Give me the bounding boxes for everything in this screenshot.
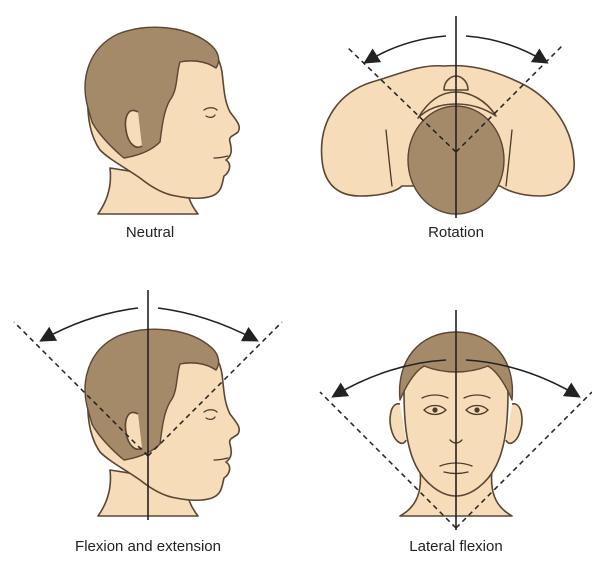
caption-flexion-extension: Flexion and extension bbox=[75, 538, 221, 555]
caption-rotation: Rotation bbox=[428, 224, 484, 241]
lateral-right-arrow bbox=[465, 359, 581, 398]
extension-limit bbox=[13, 321, 149, 457]
flexion-arrow bbox=[157, 307, 259, 342]
caption-lateral-flexion: Lateral flexion bbox=[409, 538, 503, 555]
neutral-head bbox=[84, 26, 241, 215]
rotation-left-arrow bbox=[363, 35, 447, 64]
flexion-head bbox=[84, 328, 241, 517]
rotation-right-limit bbox=[455, 45, 563, 153]
caption-neutral: Neutral bbox=[125, 224, 175, 241]
extension-arrow bbox=[39, 307, 139, 342]
rotation-right-arrow bbox=[465, 35, 549, 64]
flexion-limit bbox=[147, 321, 283, 457]
rotation-head bbox=[320, 64, 575, 215]
lateral-left-arrow bbox=[331, 359, 447, 398]
